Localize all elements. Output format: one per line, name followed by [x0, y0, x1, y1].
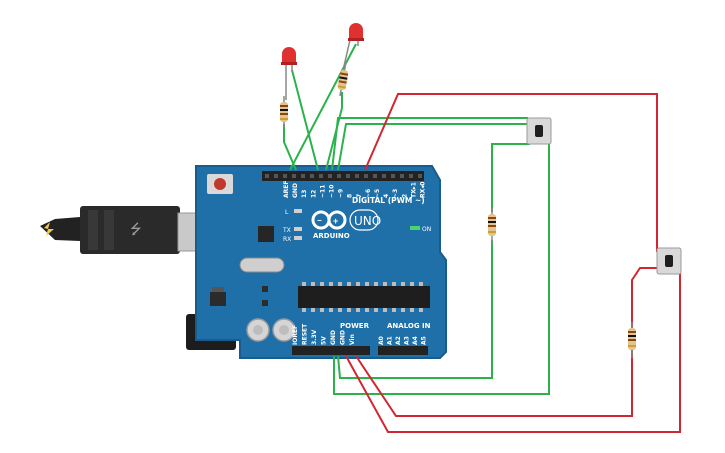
arduino-logo-icon: − + — [311, 209, 379, 231]
l-led-label: L — [285, 209, 289, 216]
header-hole[interactable] — [409, 174, 413, 178]
header-hole[interactable] — [382, 174, 386, 178]
resistor-4[interactable] — [628, 322, 636, 358]
power-pin-label-6: Vin — [349, 334, 356, 345]
wire-led2[interactable] — [325, 92, 343, 171]
power-pin-label-3: 5V — [321, 336, 328, 345]
svg-text:+: + — [333, 216, 338, 226]
digital-pin-label-11: 4 — [383, 194, 390, 198]
wire-button1-resistor[interactable] — [491, 143, 530, 212]
power-pin-label-2: 3.3V — [311, 329, 318, 345]
microcontroller-chip — [298, 282, 430, 312]
analog-pin-label-0: A0 — [378, 336, 385, 345]
digital-pin-label-7: 8 — [347, 194, 354, 198]
resistor-3[interactable] — [488, 208, 496, 244]
analog-label: ANALOG IN — [387, 322, 431, 330]
digital-pin-label-3: 12 — [310, 190, 317, 198]
header-hole[interactable] — [301, 174, 305, 178]
voltage-regulator — [210, 287, 226, 306]
digital-pin-label-15: RX◂0 — [420, 182, 427, 198]
header-hole[interactable] — [274, 174, 278, 178]
usb-bolt-icon — [44, 222, 54, 236]
wire-button2-5v[interactable] — [345, 268, 681, 433]
analog-pin-label-4: A4 — [412, 336, 419, 345]
status-leds: L TX RX ON — [282, 209, 431, 243]
analog-pin-label-3: A3 — [404, 336, 411, 345]
pushbutton-1[interactable] — [526, 117, 552, 145]
digital-pin-label-10: ~5 — [374, 189, 381, 198]
digital-pin-label-0: AREF — [283, 181, 290, 198]
power-pin-label-4: GND — [330, 330, 337, 345]
tx-led-label: TX — [282, 227, 291, 234]
digital-pin-label-8: 7 — [356, 194, 363, 198]
digital-header — [262, 171, 424, 181]
power-pin-label-1: RESET — [302, 323, 309, 345]
digital-pin-label-12: ~3 — [392, 189, 399, 198]
digital-pin-label-6: ~9 — [338, 189, 345, 198]
digital-pin-label-9: ~6 — [365, 189, 372, 198]
digital-label: DIGITAL (PWM ~) — [352, 196, 425, 205]
small-component — [262, 286, 268, 292]
header-hole[interactable] — [346, 174, 350, 178]
header-hole[interactable] — [373, 174, 377, 178]
header-hole[interactable] — [319, 174, 323, 178]
reset-button[interactable] — [207, 174, 233, 194]
analog-pin-label-1: A1 — [387, 336, 394, 345]
svg-text:−: − — [317, 216, 322, 225]
digital-pin-label-14: TX▸1 — [410, 182, 417, 198]
header-hole[interactable] — [283, 174, 287, 178]
model-label: UNO — [354, 214, 381, 228]
usb-chip — [258, 226, 274, 242]
wire-button2-pin7[interactable] — [364, 93, 658, 252]
wire-button1-b[interactable] — [337, 123, 528, 171]
analog-pin-label-2: A2 — [395, 336, 402, 345]
power-label: POWER — [340, 322, 370, 330]
resistor-1[interactable] — [280, 96, 288, 128]
analog-header — [378, 346, 428, 355]
small-component — [262, 300, 268, 306]
header-hole[interactable] — [355, 174, 359, 178]
power-pin-label-0: IOREF — [292, 325, 299, 345]
analog-pin-label-5: A5 — [421, 336, 428, 345]
led-1[interactable] — [281, 47, 297, 100]
header-hole[interactable] — [265, 174, 269, 178]
wire-led1[interactable] — [283, 124, 297, 171]
usb-cable[interactable]: ⭍ — [40, 206, 221, 254]
crystal — [239, 257, 285, 273]
pushbutton-2[interactable] — [656, 247, 682, 275]
usb-symbol-icon: ⭍ — [130, 221, 142, 237]
on-led-label: ON — [422, 226, 431, 233]
digital-pin-label-4: ~11 — [319, 185, 326, 198]
digital-pin-label-2: 13 — [301, 190, 308, 198]
rx-led-label: RX — [283, 236, 291, 243]
resistor-2[interactable] — [337, 61, 349, 97]
led-2[interactable] — [343, 23, 364, 67]
header-hole[interactable] — [391, 174, 395, 178]
wire-button1-gnd[interactable] — [337, 240, 493, 379]
header-hole[interactable] — [337, 174, 341, 178]
digital-pin-label-1: GND — [292, 183, 299, 198]
header-hole[interactable] — [418, 174, 422, 178]
power-pin-label-5: GND — [340, 330, 347, 345]
header-hole[interactable] — [400, 174, 404, 178]
header-hole[interactable] — [310, 174, 314, 178]
digital-pin-label-13: 2 — [401, 194, 408, 198]
wire-led1-gnd[interactable] — [291, 69, 319, 171]
header-hole[interactable] — [328, 174, 332, 178]
header-hole[interactable] — [292, 174, 296, 178]
capacitors — [246, 318, 296, 342]
wire-button1-5v[interactable] — [333, 144, 550, 395]
header-hole[interactable] — [364, 174, 368, 178]
wire-button1-signal[interactable] — [331, 117, 528, 171]
digital-pin-label-5: ~10 — [329, 185, 336, 198]
brand-label: ARDUINO — [313, 232, 350, 240]
power-header — [292, 346, 370, 355]
